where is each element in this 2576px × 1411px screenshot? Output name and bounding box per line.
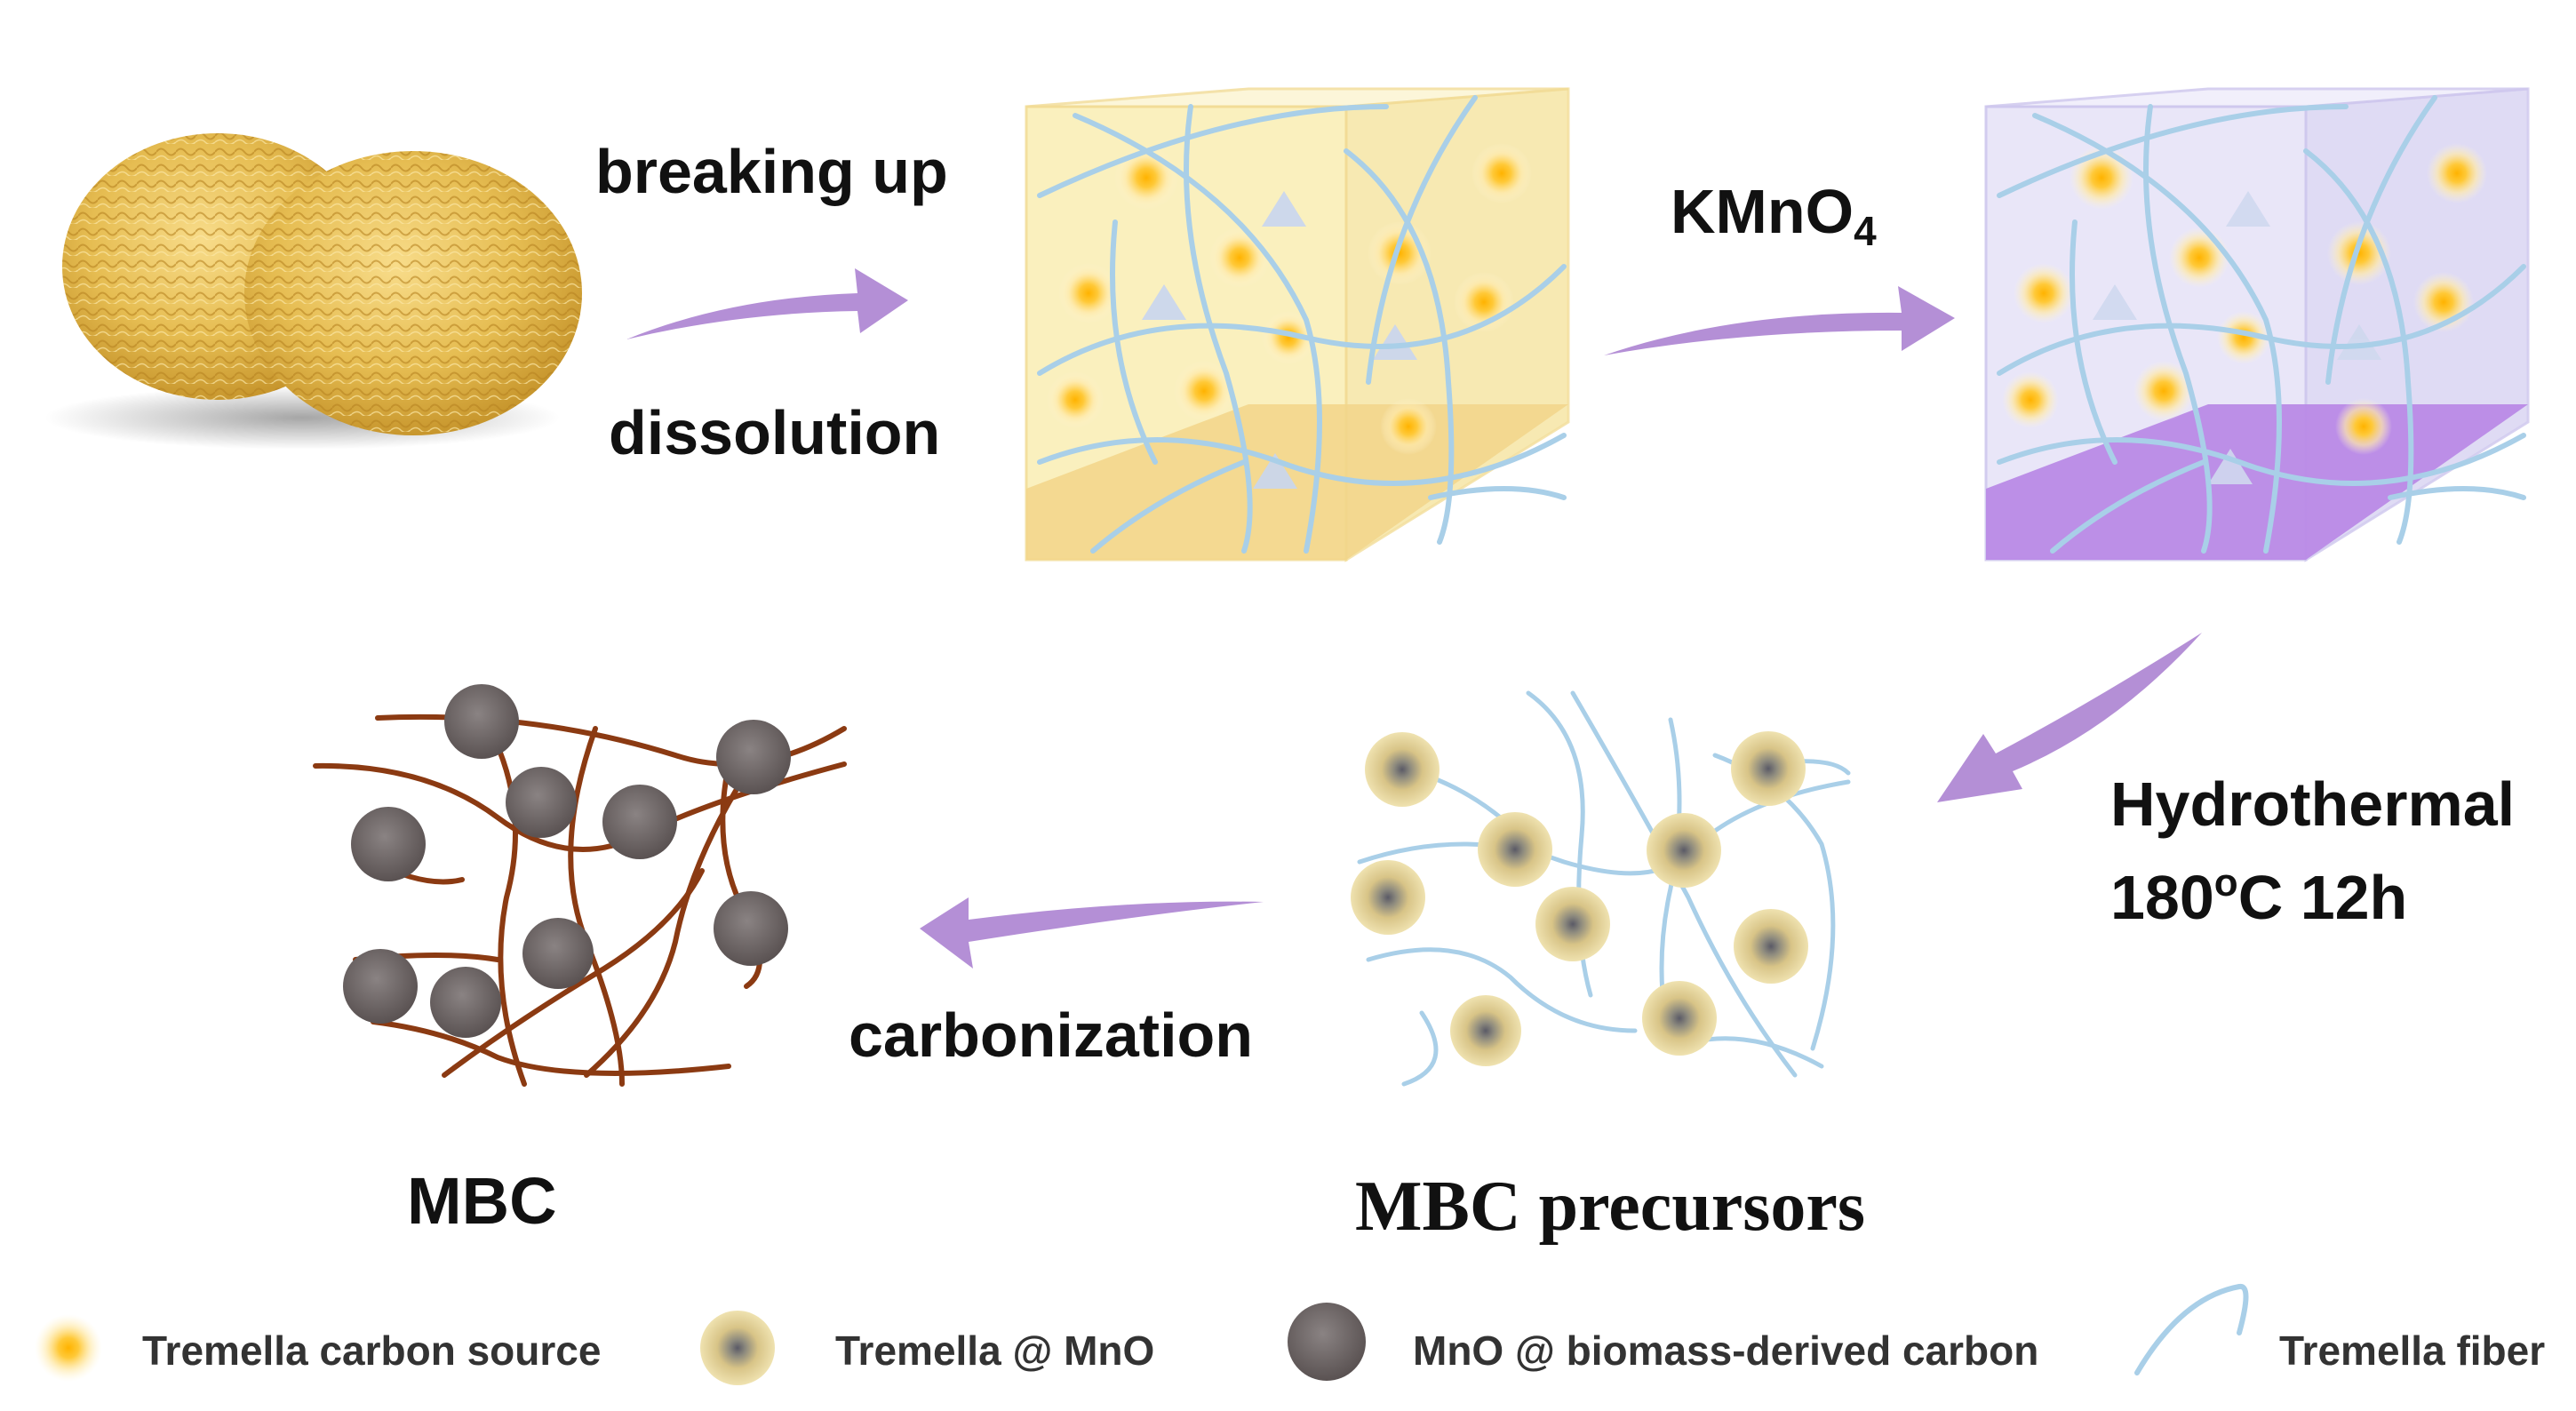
breaking-up-label: breaking up [595, 137, 948, 206]
legend-icon-tremella-mno [700, 1311, 775, 1385]
carbonization-label: carbonization [849, 1000, 1254, 1070]
tremella-fungus-image [44, 133, 582, 450]
dissolution-cube [1025, 87, 1570, 562]
kmno4-subscript: 4 [1854, 208, 1877, 254]
kmno4-label: KMnO4 [1671, 180, 1877, 251]
legend-label-carbon-source: Tremella carbon source [142, 1327, 602, 1374]
temperature-value: 180 [2110, 863, 2214, 932]
mbc-network [313, 684, 847, 1087]
kmno4-cube [1984, 87, 2530, 562]
legend-label-mno-carbon: MnO @ biomass-derived carbon [1413, 1327, 2039, 1374]
hydrothermal-conditions-label: 180oC 12h [2110, 864, 2407, 929]
legend-icon-carbon-source [35, 1314, 102, 1382]
arrow-carbonization [920, 897, 1264, 969]
mbc-label: MBC [407, 1164, 557, 1238]
legend-label-tremella-mno: Tremella @ MnO [835, 1327, 1155, 1374]
legend-label-fiber: Tremella fiber [2279, 1327, 2546, 1374]
kmno4-formula: KMnO [1671, 177, 1854, 246]
mbc-precursors-label: MBC precursors [1355, 1168, 1865, 1246]
hydrothermal-label: Hydrothermal [2110, 769, 2516, 839]
legend-icon-fiber [2134, 1283, 2249, 1375]
degree-superscript: o [2213, 861, 2238, 905]
legend-icons [35, 1283, 2249, 1385]
process-arrows [626, 268, 2202, 969]
legend-icon-mno-carbon [1288, 1303, 1366, 1381]
temperature-duration: C 12h [2237, 863, 2408, 932]
mbc-precursors-network [1351, 690, 1851, 1087]
arrow-breaking-up [626, 268, 908, 339]
dissolution-label: dissolution [609, 398, 941, 467]
arrow-hydrothermal [1937, 633, 2202, 802]
arrow-kmno4 [1604, 286, 1955, 355]
